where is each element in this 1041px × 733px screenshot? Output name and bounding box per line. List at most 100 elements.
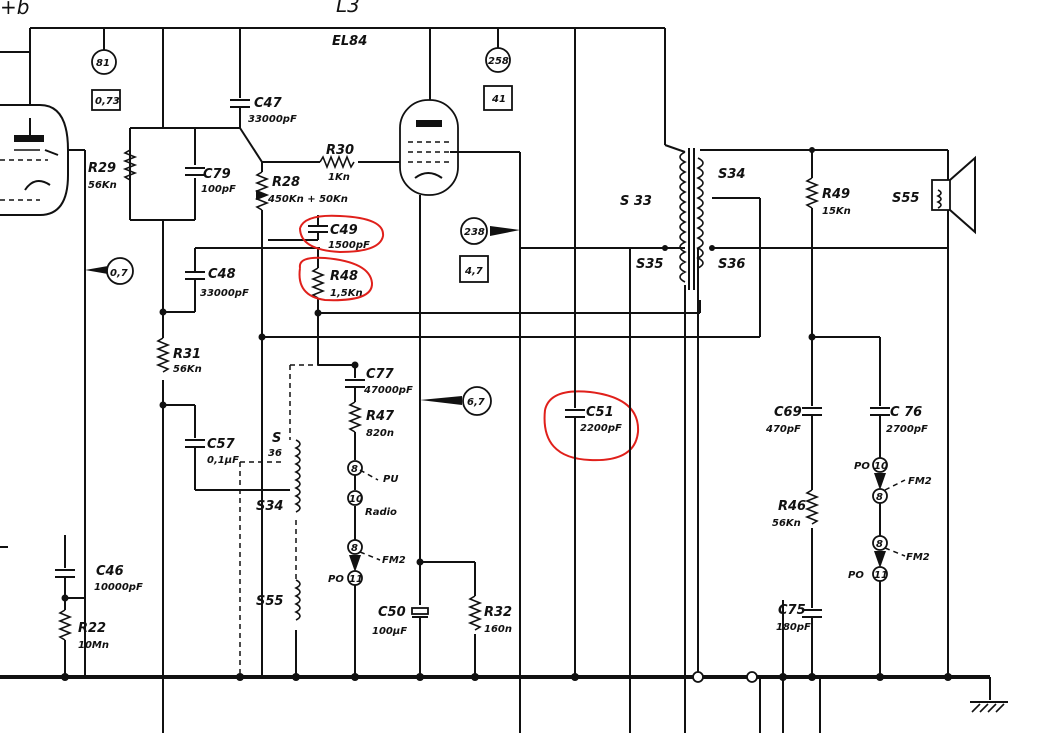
c77-value: 47000pF [363,385,413,396]
tube-type-label: EL84 [332,34,367,49]
ground-symbol [970,677,1008,713]
c50-name: C50 [378,605,406,620]
r47-resistor [347,401,363,433]
r31-resistor [155,337,171,373]
r22-value: 10Mn [78,640,109,651]
r32-resistor [467,595,483,631]
r29-resistor [122,149,138,181]
meter-073-label: 0,73 [95,96,120,107]
r22-name: R22 [78,621,106,636]
meter-81-label: 81 [96,58,110,69]
meter-47-box [459,255,489,283]
po-label-3: PO [848,570,864,581]
radio-label: Radio [365,507,397,518]
r47-name: R47 [366,409,395,424]
c47-name: C47 [254,96,283,111]
c77-name: C77 [366,367,395,382]
meter-238-label: 238 [464,227,485,238]
r47-value: 820n [366,428,394,439]
r32-value: 160n [484,624,512,635]
r48-name: R48 [330,269,358,284]
contact-r8b: 8 [876,539,883,550]
contact-11: 11 [349,574,363,585]
r22-resistor [57,609,73,641]
r32-name: R32 [484,605,512,620]
meter-41-label: 41 [491,94,506,105]
s34-label: S34 [718,167,745,182]
meter-67-label: 6,7 [467,397,485,408]
meter-07-label: 0,7 [110,268,128,279]
r28-value: 450Kn + 50Kn [267,194,348,205]
r30-resistor [319,154,355,170]
r46-value: 56Kn [772,518,801,529]
r48-value: 1,5Kn [330,288,363,299]
meter-238 [460,217,488,245]
c49-name: C49 [330,223,358,238]
output-transformer [679,148,704,290]
c69-name: C69 [774,405,802,420]
c51-name: C51 [586,405,614,420]
meter-258-label: 258 [488,56,509,67]
s55-speaker-label: S55 [892,191,919,206]
meter-073-box [91,89,121,111]
c79-value: 100pF [201,184,236,195]
el84-tube [399,99,459,196]
c75-value: 180pF [776,622,811,633]
switch-s34-label: S34 [256,499,283,514]
c46-name: C46 [96,564,124,579]
fm2-label-2: FM2 [908,476,932,487]
c76-value: 2700pF [886,424,928,435]
meter-47-label: 4,7 [464,266,483,277]
c79-name: C79 [203,167,231,182]
s36-label: S36 [718,257,745,272]
fm2-label: FM2 [382,555,406,566]
supply-label: +b [0,0,29,19]
c46-value: 10000pF [94,582,143,593]
r29-name: R29 [88,161,116,176]
r46-name: R46 [778,499,806,514]
speaker [931,155,976,235]
r28-potentiometer [254,171,270,211]
contact-8: 8 [351,464,358,475]
contact-r8: 8 [876,492,883,503]
contact-r10: 10 [874,461,888,472]
r49-name: R49 [822,187,850,202]
r30-name: R30 [326,143,354,158]
fm2-label-3: FM2 [906,552,930,563]
r28-name: R28 [272,175,300,190]
c51-value: 2200pF [580,423,622,434]
s35-label: S35 [636,257,663,272]
r29-value: 56Kn [88,180,117,191]
c49-value: 1500pF [328,240,370,251]
meter-07 [106,257,134,285]
selector-switch [236,364,318,681]
po-label: PO [328,574,344,585]
s33-label: S 33 [620,194,652,209]
c57-value: 0,1µF [207,455,239,466]
switch-s55-label: S55 [256,594,283,609]
c48-name: C48 [208,267,236,282]
meter-67 [462,386,492,416]
c50-capacitor [411,607,429,615]
c47-value: 33000pF [248,114,297,125]
c79-capacitor [185,167,205,176]
r46-resistor [804,489,820,525]
c49-red-circle [299,214,385,254]
switch-36-label: 36 [268,448,282,459]
po-label-2: PO [854,461,870,472]
contact-r11: 11 [874,570,888,581]
r30-value: 1Kn [328,172,350,183]
meter-258 [485,47,511,73]
contact-10: 10 [349,494,363,505]
r31-value: 56Kn [173,364,202,375]
contact-8b: 8 [351,543,358,554]
c69-value: 470pF [765,424,801,435]
r49-value: 15Kn [822,206,851,217]
meter-41-box [483,85,513,111]
r31-name: R31 [173,347,201,362]
input-tube [0,104,69,216]
meter-81 [91,49,117,75]
pu-label: PU [383,474,398,485]
c57-name: C57 [207,437,236,452]
